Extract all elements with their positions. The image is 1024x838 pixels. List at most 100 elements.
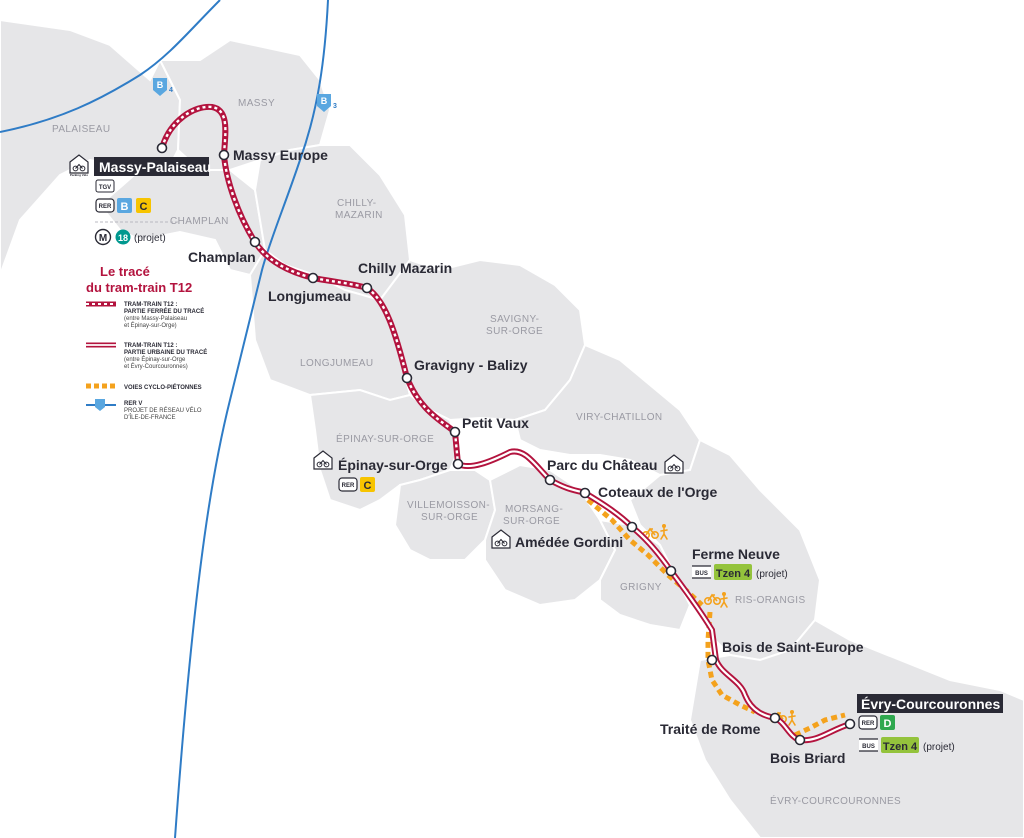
rer-v-route-b3 [174,0,329,838]
commune-label: MASSY [238,98,275,109]
commune-label: ÉVRY-COURCOURONNES [770,794,901,807]
station-label-evry-courcouronnes: Évry-Courcouronnes [861,696,1000,712]
terminus-label-box [94,157,209,176]
legend-rail-note2: et Épinay-sur-Orge) [124,322,177,329]
station-label-massy-europe: Massy Europe [233,147,328,163]
cycle-path-evry [793,712,846,738]
connections-epinay: RER C [313,450,375,492]
tzen-4-badge [881,737,919,753]
station-dot[interactable] [579,487,591,499]
bus-badge-label: BUS [862,744,875,750]
station-label-petit-vaux: Petit Vaux [462,415,529,431]
station-label-ferme-neuve: Ferme Neuve [692,546,780,562]
commune-label: SUR-ORGE [503,516,560,527]
station-dot[interactable] [361,282,373,294]
commune-labels: MASSY PALAISEAU CHILLY- MAZARIN CHAMPLAN… [52,98,901,807]
tzen-4-badge-label: Tzen 4 [716,568,751,580]
station-label-bois-de-saint-europe: Bois de Saint-Europe [722,639,864,655]
station-dot[interactable] [452,458,464,470]
legend-rail-sub: PARTIE FERRÉE DU TRACÉ [124,307,204,315]
legend-rail-title: TRAM-TRAIN T12 : [124,302,177,308]
station-labels: Massy-Palaiseau Massy Europe Champlan Lo… [94,147,1003,766]
rer-badge [338,477,358,492]
legend-urban-sub: PARTIE URBAINE DU TRACÉ [124,348,207,356]
station-label-gravigny-balizy: Gravigny - Balizy [414,357,528,373]
bus-badge [859,739,878,751]
station-dot[interactable] [769,712,781,724]
metro-18-badge-label: 18 [118,233,128,243]
commune-area-morsang [484,463,617,607]
station-label-chilly-mazarin: Chilly Mazarin [358,260,452,276]
rer-badge [95,198,115,213]
connections-evry: RER D BUS Tzen 4 (projet) [858,715,955,753]
rer-b-badge [117,198,132,213]
connections-ferme-neuve: BUS Tzen 4 (projet) [692,564,788,580]
station-dot[interactable] [665,565,677,577]
station-label-epinay-sur-orge: Épinay-sur-Orge [338,457,448,473]
commune-label: PALAISEAU [52,124,110,135]
rer-b-badge-label: B [121,201,129,213]
commune-label: MORSANG- [505,504,563,515]
station-dot[interactable] [706,654,718,666]
legend-urban-note2: et Évry-Courcouronnes) [124,363,188,370]
station-dot[interactable] [249,236,261,248]
station-dot[interactable] [449,426,461,438]
bike-parking-label: Parking Vélo [70,173,88,177]
commune-label: GRIGNY [620,582,662,593]
tgv-badge [95,179,115,193]
station-dot[interactable] [218,149,230,161]
bike-route-badge-b4-letter: B [157,80,164,90]
rer-d-badge [880,715,895,730]
commune-label: CHAMPLAN [170,216,229,227]
commune-label: RIS-ORANGIS [735,595,806,606]
connections-massy-palaiseau: Parking Vélo TGV RER B C M 18 (projet) [69,154,178,246]
tzen-4-project-note: (projet) [923,742,955,753]
station-label-coteaux-de-l-orge: Coteaux de l'Orge [598,484,717,500]
station-dot[interactable] [156,142,168,154]
station-dot[interactable] [401,372,413,384]
metro-badge [94,228,112,246]
commune-label: SAVIGNY- [490,314,539,325]
commune-label: MAZARIN [335,210,383,221]
commune-label: SUR-ORGE [486,326,543,337]
station-dot[interactable] [544,474,556,486]
station-dots [156,142,856,746]
tgv-badge-label: TGV [99,185,111,191]
rer-v-routes: B 4 B 3 [0,0,337,838]
commune-label: VIRY-CHATILLON [576,412,663,423]
rer-badge [858,715,878,730]
rer-v-route-b4 [0,0,221,133]
station-dot[interactable] [844,718,856,730]
tzen-4-project-note: (projet) [756,569,788,580]
bike-route-badge-b4-num: 4 [169,87,173,94]
cycle-path-coteaux-ferme [586,498,704,607]
commune-label: VILLEMOISSON- [407,500,490,511]
rer-c-badge [360,477,375,492]
legend-rerv-title: RER V [124,401,142,407]
bike-route-badge-b4: B 4 [153,78,173,96]
station-label-parc-du-chateau: Parc du Château [547,457,657,473]
station-dot[interactable] [626,521,638,533]
station-label-champlan: Champlan [188,249,256,265]
legend-urban-note1: (entre Épinay-sur-Orge [124,356,186,363]
station-dot[interactable] [794,734,806,746]
station-label-amedee-gordini: Amédée Gordini [515,534,623,550]
bike-route-badge-b3: B 3 [317,94,337,112]
station-label-massy-palaiseau: Massy-Palaiseau [99,159,211,175]
legend-urban-title: TRAM-TRAIN T12 : [124,343,177,349]
legend-rerv-sub2: D'ÎLE-DE-FRANCE [124,414,175,421]
commune-label: CHILLY- [337,198,377,209]
bike-route-badge-b3-letter: B [321,96,328,106]
legend-cycle-label: VOIES CYCLO-PIÉTONNES [124,383,202,391]
rer-c-badge-label: C [140,201,148,213]
rer-c-badge [136,198,151,213]
terminus-label-box [857,694,1003,713]
metro-18-project-note: (projet) [134,233,166,244]
legend-rail-note1: (entre Massy-Palaiseau [124,316,187,322]
station-dot[interactable] [307,272,319,284]
metro-18-badge [115,229,131,245]
commune-area-grigny [598,518,692,632]
legend-rerv-badge [95,399,105,411]
station-label-traite-de-rome: Traité de Rome [660,721,761,737]
